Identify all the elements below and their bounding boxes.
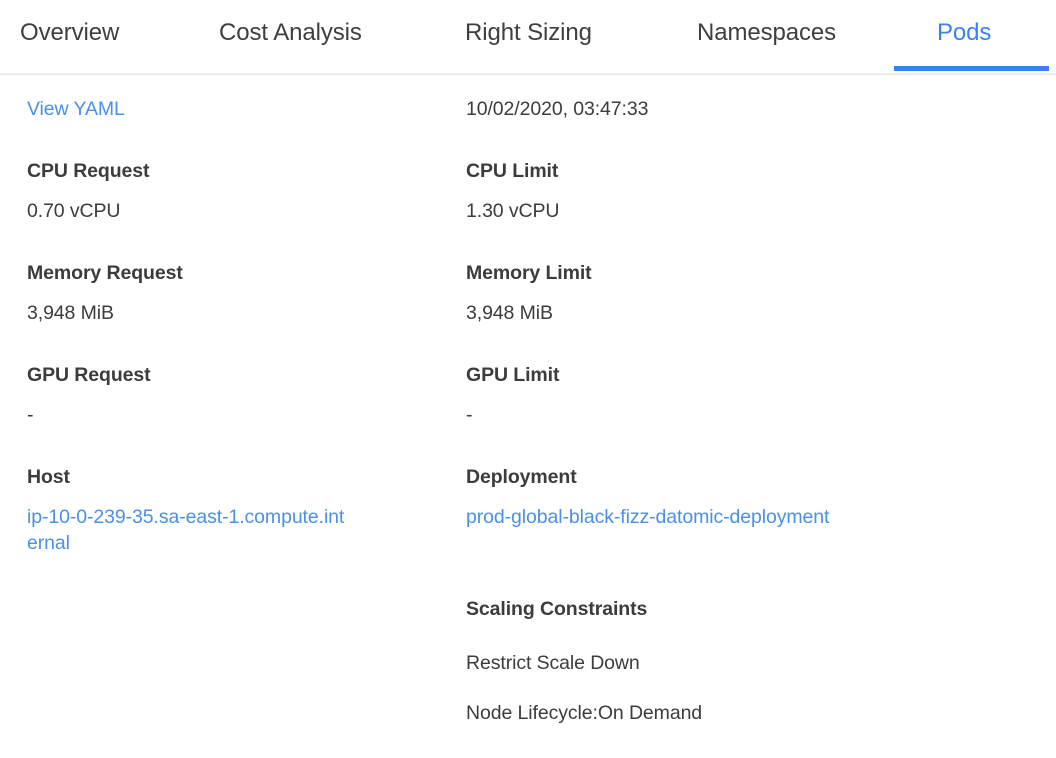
gpu-limit-label: GPU Limit [466,364,560,386]
memory-limit-value: 3,948 MiB [466,302,553,324]
constraint-node-lifecycle: Node Lifecycle:On Demand [466,702,703,724]
constraint-restrict-scale-down: Restrict Scale Down [466,652,640,674]
pod-start-timestamp: 10/02/2020, 03:47:33 [466,98,649,120]
view-yaml-link[interactable]: View YAML [27,98,125,120]
memory-limit-label: Memory Limit [466,262,592,284]
cpu-request-label: CPU Request [27,160,150,182]
tab-bar: Overview Cost Analysis Right Sizing Name… [0,0,1056,75]
host-label: Host [27,466,70,488]
field-cpu-limit: CPU Limit 1.30 vCPU [466,158,560,224]
cpu-limit-label: CPU Limit [466,160,559,182]
memory-request-label: Memory Request [27,262,183,284]
gpu-request-label: GPU Request [27,364,151,386]
active-tab-indicator [894,66,1049,71]
field-gpu-limit: GPU Limit - [466,362,559,428]
memory-request-value: 3,948 MiB [27,302,114,324]
tab-overview[interactable]: Overview [20,19,120,46]
cpu-limit-value: 1.30 vCPU [466,200,560,222]
field-memory-request: Memory Request 3,948 MiB [27,260,183,326]
cpu-request-value: 0.70 vCPU [27,200,121,222]
field-memory-limit: Memory Limit 3,948 MiB [466,260,592,326]
tab-pods[interactable]: Pods [937,19,992,46]
scaling-constraints-title: Scaling Constraints [466,598,648,620]
view-yaml-row: View YAML [27,96,125,122]
deployment-label: Deployment [466,466,577,488]
tab-cost-analysis[interactable]: Cost Analysis [219,19,362,46]
deployment-link[interactable]: prod-global-black-fizz-datomic-deploymen… [466,506,830,528]
scaling-constraints-section: Scaling Constraints Restrict Scale Down … [466,596,702,726]
timestamp-row: 10/02/2020, 03:47:33 [466,96,648,122]
field-deployment: Deployment prod-global-black-fizz-datomi… [466,464,846,530]
tab-right-sizing[interactable]: Right Sizing [465,19,592,46]
gpu-limit-value: - [466,404,473,426]
field-cpu-request: CPU Request 0.70 vCPU [27,158,150,224]
gpu-request-value: - [27,404,34,426]
tab-namespaces[interactable]: Namespaces [697,19,837,46]
field-host: Host ip-10-0-239-35.sa-east-1.compute.in… [27,464,349,556]
field-gpu-request: GPU Request - [27,362,151,428]
host-link[interactable]: ip-10-0-239-35.sa-east-1.compute.interna… [27,506,345,554]
